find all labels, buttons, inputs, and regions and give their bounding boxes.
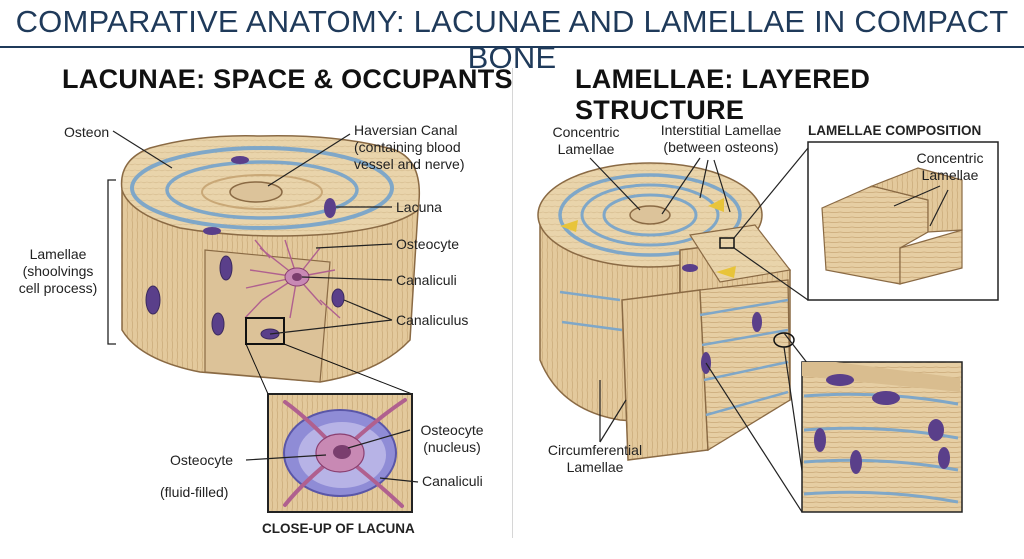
composition-label-line-2: Lamellae [921,167,979,183]
label-circumferential-line-2: Lamellae [566,459,624,475]
composition-label: Concentric Lamellae [908,150,992,184]
label-osteocyte: Osteocyte [396,236,460,252]
composition-label-line-1: Concentric [916,150,984,166]
osteon-block [120,135,421,395]
panel-divider [512,68,513,538]
lamellae-composition-inset [807,141,999,301]
lamellae-bracket [107,179,116,345]
label-haversian-line-1: Haversian Canal [354,122,458,138]
closeup-caption: CLOSE-UP OF LACUNA [262,521,415,536]
title-divider [0,46,1024,48]
label-concentric-line-2: Lamellae [557,141,615,157]
label-lamellae-line-1: Lamellae [29,246,87,262]
label-concentric-line-1: Concentric [552,124,620,140]
right-panel-heading: LAMELLAE: LAYERED STRUCTURE [575,64,871,125]
closeup-label-canaliculi: Canaliculi [422,473,483,489]
label-lamellae-line-3: cell process) [18,280,98,296]
label-lacuna: Lacuna [396,199,442,215]
label-lamellae-line-2: (shoolvings [22,263,94,279]
label-concentric-lamellae: Concentric Lamellae [538,124,634,158]
lacuna-closeup [267,393,413,513]
label-interstitial-lamellae: Interstitial Lamellae (between osteons) [646,122,796,156]
label-circumferential-line-1: Circumferential [547,442,643,458]
label-lamellae: Lamellae (shoolvings cell process) [12,246,104,297]
magnified-lamellae-inset [801,361,963,513]
composition-heading: LAMELLAE COMPOSITION [808,123,982,138]
label-interstitial-line-2: (between osteons) [663,139,779,155]
closeup-label-nucleus: Osteocyte (nucleus) [412,422,492,456]
page-title: COMPARATIVE ANATOMY: LACUNAE AND LAMELLA… [15,4,1009,75]
closeup-nucleus-line-2: (nucleus) [423,439,481,455]
closeup-label-osteocyte: Osteocyte [170,452,234,468]
label-interstitial-line-1: Interstitial Lamellae [660,122,782,138]
label-osteon: Osteon [64,124,110,140]
closeup-nucleus-line-1: Osteocyte [420,422,484,438]
label-haversian-canal: Haversian Canal (containing blood vessel… [354,122,465,173]
closeup-label-fluid-filled: (fluid-filled) [160,484,229,500]
label-circumferential-lamellae: Circumferential Lamellae [536,442,654,476]
left-panel-heading: LACUNAE: SPACE & OCCUPANTS [62,64,513,94]
lamellae-cylinder [537,162,795,461]
label-canaliculi: Canaliculi [396,272,457,288]
label-haversian-line-2: (containing blood [354,139,461,155]
label-canaliculus: Canaliculus [396,312,469,328]
label-haversian-line-3: vessel and nerve) [354,156,465,172]
